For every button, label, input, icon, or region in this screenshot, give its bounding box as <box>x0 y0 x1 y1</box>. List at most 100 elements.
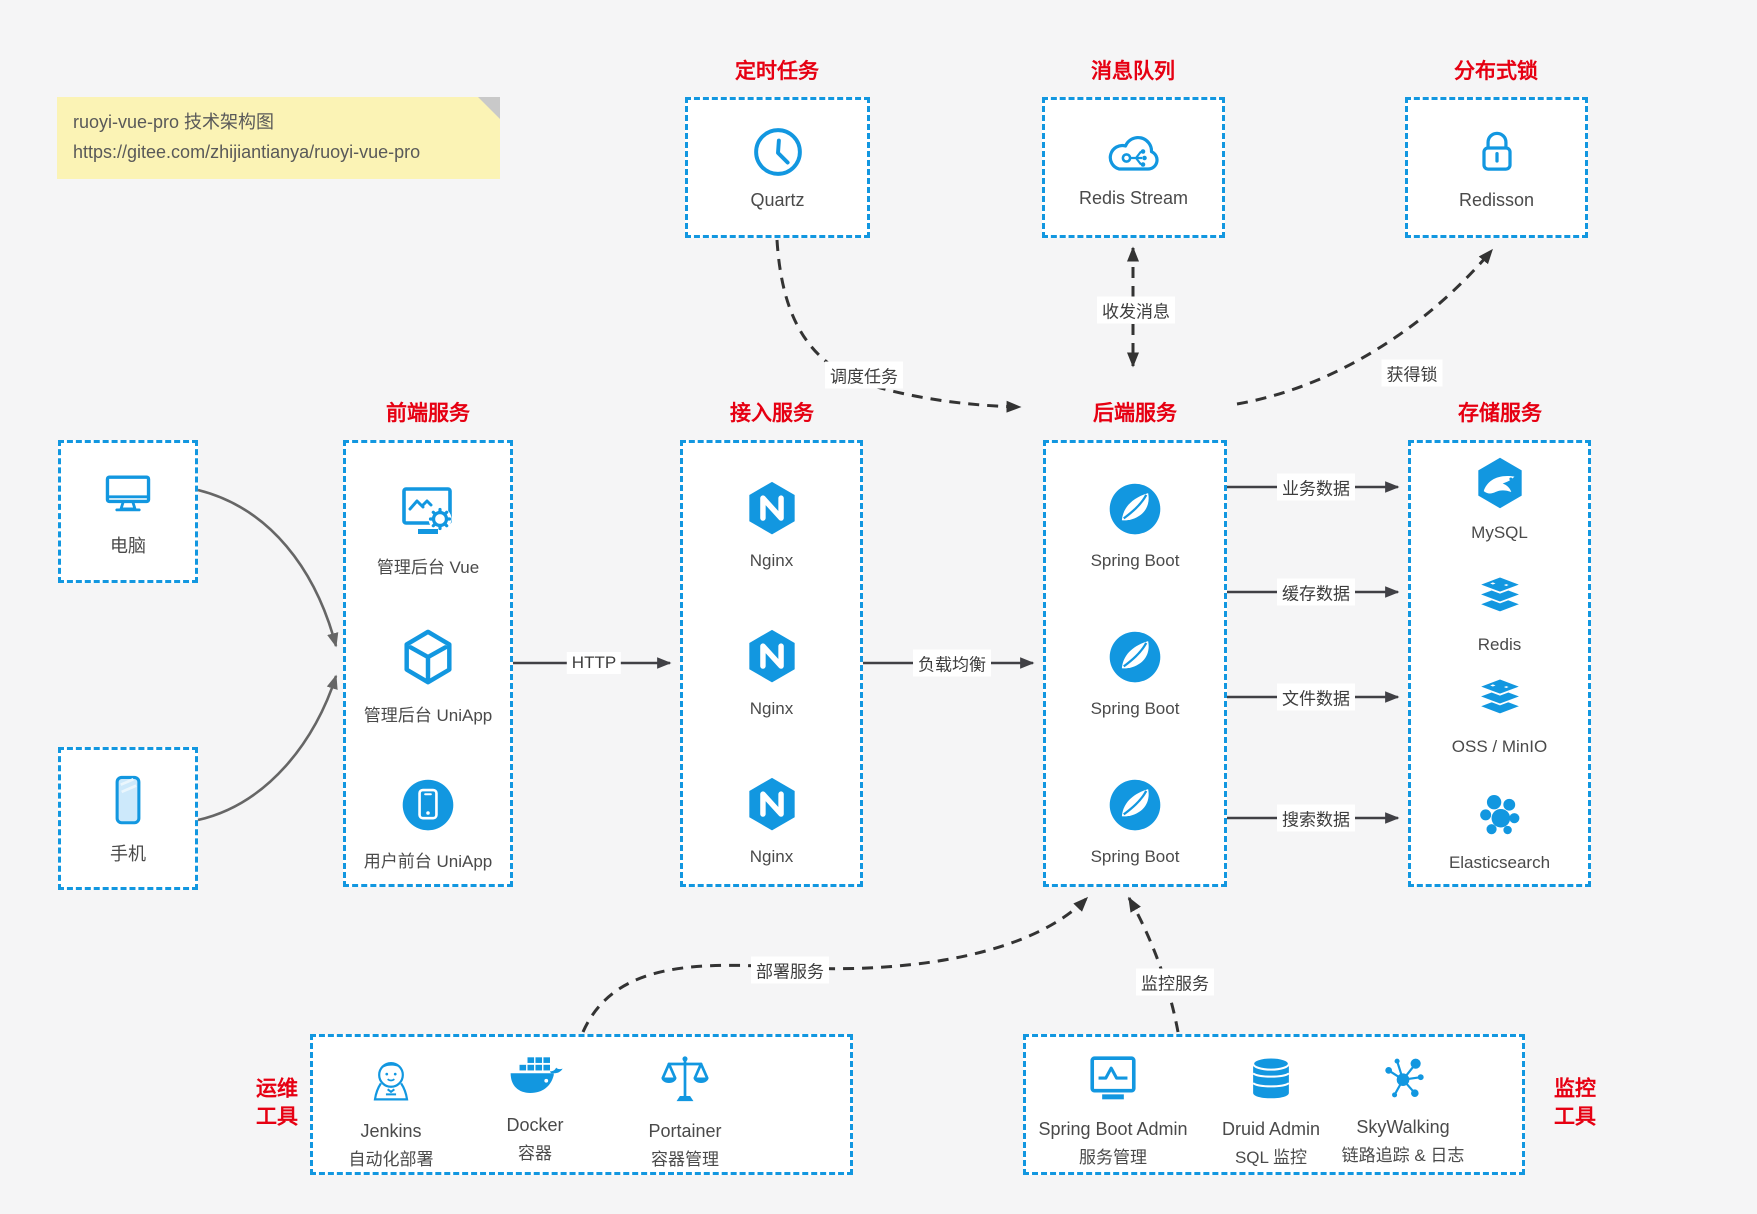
heading-storage: 存储服务 <box>1458 402 1542 425</box>
phone-client-label: 手机 <box>110 843 146 864</box>
spring-icon <box>1109 631 1161 683</box>
edge-label-search-data: 搜索数据 <box>1277 804 1355 832</box>
edge-label-deploy: 部署服务 <box>751 956 829 984</box>
spring-icon <box>1109 483 1161 535</box>
edge-lock-line <box>1236 248 1494 406</box>
oss-minio-stack-icon <box>1475 677 1524 716</box>
heading-gateway: 接入服务 <box>730 402 814 425</box>
tool-desc: SQL 监控 <box>1234 1148 1308 1167</box>
tool-desc: 服务管理 <box>1079 1148 1147 1167</box>
heading-backend: 后端服务 <box>1093 402 1177 425</box>
backend-item-label: Spring Boot <box>1090 847 1180 866</box>
tool-name: Druid Admin <box>1221 1119 1321 1139</box>
nginx-icon <box>748 481 795 535</box>
edge-phone-to-frontend <box>197 674 338 822</box>
skywalking-icon <box>1385 1058 1424 1098</box>
edge-label-schedule: 调度任务 <box>825 361 903 389</box>
storage-item-mysql: MySQL <box>1411 455 1588 543</box>
monitor-tools-box: Spring Boot Admin 服务管理 Druid Admin SQL 监… <box>1023 1034 1525 1175</box>
quartz-box: Quartz <box>685 97 870 238</box>
backend-item-spring-2: Spring Boot <box>1046 627 1224 719</box>
quartz-label: Quartz <box>750 190 805 210</box>
ops-tool-jenkins: Jenkins 自动化部署 <box>301 1051 481 1170</box>
redis-stream-label: Redis Stream <box>1078 188 1189 208</box>
edge-label-load-balance: 负载均衡 <box>913 649 991 677</box>
edge-label-messages: 收发消息 <box>1097 296 1175 324</box>
tool-name: Spring Boot Admin <box>1038 1119 1188 1139</box>
edge-label-file-data: 文件数据 <box>1277 683 1355 711</box>
spring-admin-icon <box>1090 1056 1136 1100</box>
smartphone-icon <box>115 775 141 824</box>
phone-client-box: 手机 <box>58 747 198 890</box>
note-title: ruoyi-vue-pro 技术架构图 <box>73 112 275 132</box>
jenkins-icon <box>373 1062 409 1101</box>
frontend-item-admin-vue: 管理后台 Vue <box>346 479 510 578</box>
frontend-item-admin-uniapp: 管理后台 UniApp <box>346 627 510 726</box>
edge-label-cache-data: 缓存数据 <box>1277 578 1355 606</box>
edge-label-http: HTTP <box>566 652 622 674</box>
tool-desc: 容器管理 <box>651 1150 719 1169</box>
frontend-item-user-uniapp: 用户前台 UniApp <box>346 775 510 872</box>
tool-name: SkyWalking <box>1356 1117 1450 1137</box>
storage-item-oss-minio: OSS / MinIO <box>1411 675 1588 757</box>
heading-distributed-lock: 分布式锁 <box>1454 60 1538 83</box>
elasticsearch-icon <box>1479 795 1519 835</box>
ops-tools-box: Jenkins 自动化部署 Docker 容器 <box>310 1034 853 1175</box>
storage-item-label: Elasticsearch <box>1448 853 1551 872</box>
note-fold-corner <box>478 97 500 119</box>
note-url: https://gitee.com/zhijiantianya/ruoyi-vu… <box>73 141 421 162</box>
frontend-item-label: 管理后台 UniApp <box>363 706 493 725</box>
ops-tools-title-line2: 工具 <box>256 1106 298 1129</box>
ops-tool-docker: Docker 容器 <box>445 1051 625 1164</box>
gateway-item-nginx-1: Nginx <box>683 479 860 571</box>
edge-label-business-data: 业务数据 <box>1277 473 1355 501</box>
mysql-icon <box>1477 457 1522 509</box>
edge-desktop-to-frontend <box>197 488 339 648</box>
edge-monitor-line <box>1127 896 1180 1033</box>
heading-frontend: 前端服务 <box>386 402 470 425</box>
tool-desc: 链路追踪 & 日志 <box>1341 1146 1465 1165</box>
gateway-item-label: Nginx <box>749 551 794 570</box>
ops-tools-title-line1: 运维 <box>256 1077 298 1101</box>
gateway-item-label: Nginx <box>749 699 794 718</box>
heading-message-queue: 消息队列 <box>1091 60 1175 83</box>
lock-icon <box>1481 131 1512 171</box>
gateway-item-label: Nginx <box>749 847 794 866</box>
frontend-item-label: 管理后台 Vue <box>376 558 480 577</box>
cloud-stream-icon <box>1108 136 1159 171</box>
heading-ops-tools: 运维 工具 <box>256 1076 298 1133</box>
desktop-client-box: 电脑 <box>58 440 198 583</box>
backend-item-label: Spring Boot <box>1090 699 1180 718</box>
heading-monitor-tools: 监控 工具 <box>1554 1076 1596 1133</box>
gateway-services-box: Nginx Nginx Nginx <box>680 440 863 887</box>
clock-icon <box>753 128 802 176</box>
tool-name: Docker <box>506 1115 564 1135</box>
backend-item-label: Spring Boot <box>1090 551 1180 570</box>
edge-label-lock: 获得锁 <box>1381 359 1443 387</box>
uniapp-cube-icon <box>404 629 452 685</box>
tool-name: Jenkins <box>360 1121 422 1141</box>
monitor-tool-skywalking: SkyWalking 链路追踪 & 日志 <box>1313 1051 1493 1166</box>
monitor-tools-title-line1: 监控 <box>1554 1077 1596 1101</box>
spring-icon <box>1109 779 1161 831</box>
redis-stack-icon <box>1475 575 1524 614</box>
monitor-tools-title-line2: 工具 <box>1554 1106 1596 1129</box>
frontend-services-box: 管理后台 Vue 管理后台 UniApp 用户前台 UniApp <box>343 440 513 887</box>
druid-db-icon <box>1252 1056 1290 1099</box>
storage-item-elasticsearch: Elasticsearch <box>1411 787 1588 873</box>
edge-label-monitor: 监控服务 <box>1136 968 1214 996</box>
monitor-tool-druid-admin: Druid Admin SQL 监控 <box>1181 1051 1361 1168</box>
nginx-icon <box>748 777 795 831</box>
mobile-app-icon <box>402 779 454 831</box>
gateway-item-nginx-2: Nginx <box>683 627 860 719</box>
redis-stream-box: Redis Stream <box>1042 97 1225 238</box>
sticky-note: ruoyi-vue-pro 技术架构图 https://gitee.com/zh… <box>57 97 500 179</box>
storage-item-label: MySQL <box>1471 523 1528 542</box>
gateway-item-nginx-3: Nginx <box>683 775 860 867</box>
portainer-icon <box>661 1056 709 1102</box>
docker-icon <box>510 1057 563 1093</box>
desktop-client-label: 电脑 <box>110 535 146 556</box>
admin-vue-icon <box>402 487 452 534</box>
storage-services-box: MySQL Redis OSS / MinIO Elasticsearch <box>1408 440 1591 887</box>
